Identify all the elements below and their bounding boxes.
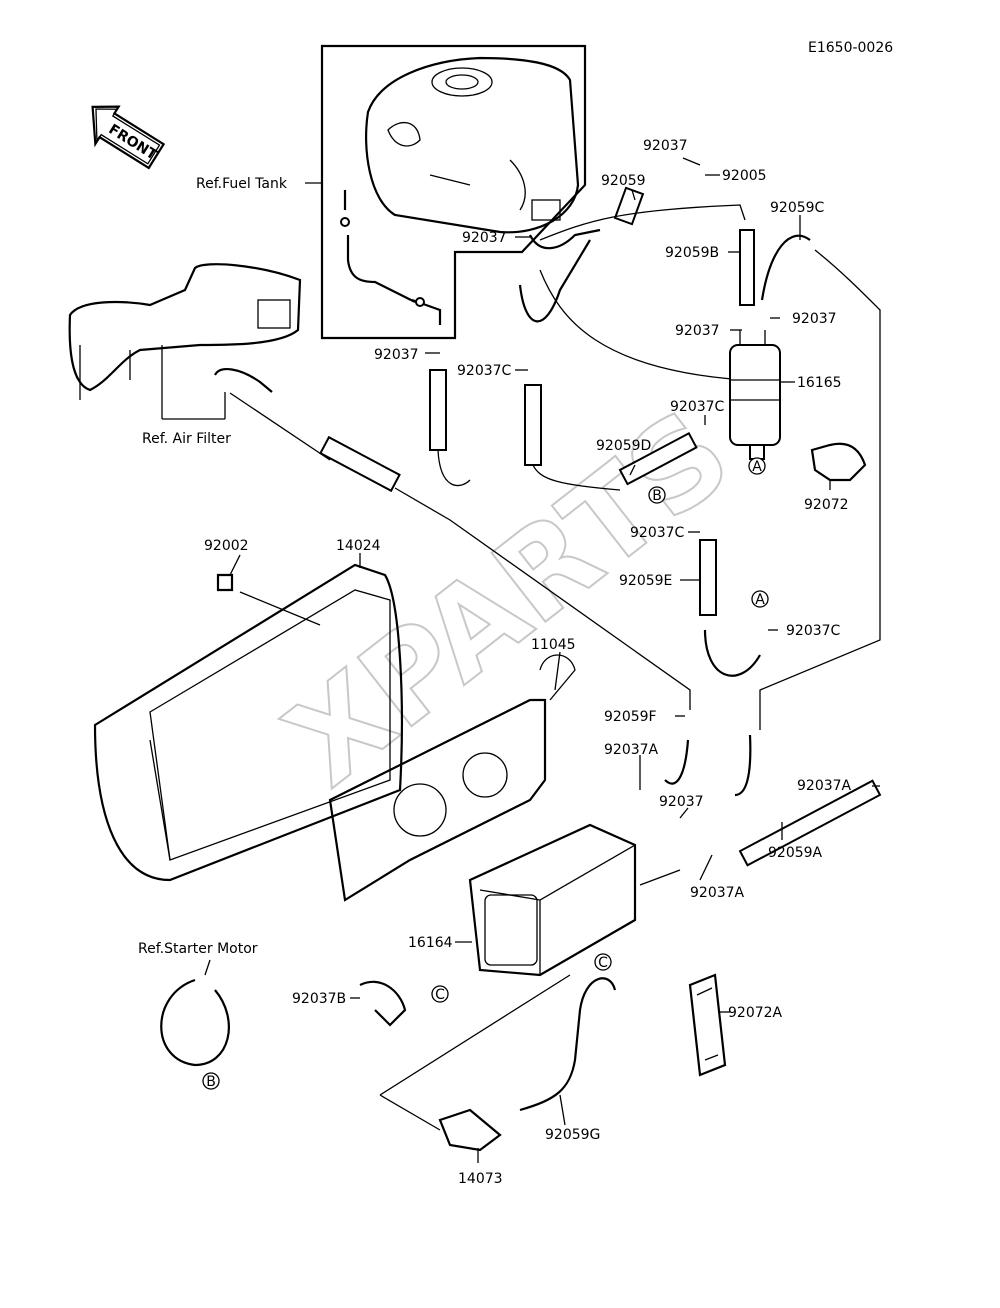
label-92037: 92037 (659, 794, 704, 810)
strap-92072a (688, 973, 727, 1077)
hose-92059a (738, 779, 882, 867)
upper-breather-hose (518, 228, 601, 323)
label-92037a: 92037A (690, 885, 745, 901)
leader-lines (161, 157, 880, 1163)
label-92002: 92002 (204, 538, 249, 554)
svg-text:A: A (752, 459, 762, 475)
svg-text:C: C (435, 987, 445, 1003)
hose-92059f (664, 739, 690, 785)
label-92059d: 92059D (596, 438, 651, 454)
part-14073 (438, 1108, 502, 1152)
vent-hose-air-filter (229, 392, 691, 710)
clamp-icon (415, 297, 425, 307)
marker-c-2: C (431, 985, 449, 1003)
canister-16164 (468, 823, 637, 977)
diagram-code: E1650-0026 (808, 40, 893, 56)
marker-a-2: A (751, 590, 769, 608)
front-arrow: FRONT (91, 105, 166, 170)
label-ref-starter-motor: Ref.Starter Motor (138, 941, 258, 957)
label-ref-fuel-tank: Ref.Fuel Tank (196, 176, 288, 192)
label-16165: 16165 (797, 375, 842, 391)
clamp-92072 (810, 442, 867, 482)
label-92037c: 92037C (457, 363, 512, 379)
tank-drain-hose (343, 190, 442, 325)
clip-92037b (359, 980, 407, 1027)
label-92059g: 92059G (545, 1127, 600, 1143)
label-92005: 92005 (722, 168, 767, 184)
clamp-icon (340, 217, 350, 227)
svg-text:B: B (206, 1074, 216, 1090)
hose-fitting-92059 (613, 186, 645, 226)
fuel-tank-ref-box (320, 44, 587, 340)
bolt-92002-icon (216, 573, 234, 592)
label-16164: 16164 (408, 935, 453, 951)
hose-segment-icon (319, 435, 401, 493)
label-92037b: 92037B (292, 991, 346, 1007)
label-92037c: 92037C (670, 399, 725, 415)
marker-b-2: B (202, 1072, 220, 1090)
label-92037a: 92037A (797, 778, 852, 794)
fuel-pump-16165 (729, 330, 781, 460)
label-92059e: 92059E (619, 573, 672, 589)
marker-c-1: C (594, 953, 612, 971)
label-14073: 14073 (458, 1171, 503, 1187)
hose-92059g (519, 977, 617, 1112)
svg-text:C: C (598, 955, 608, 971)
hose-92059b (739, 229, 755, 306)
label-92037: 92037 (374, 347, 419, 363)
label-11045: 11045 (531, 637, 576, 653)
starter-motor-ring (160, 978, 230, 1067)
svg-text:B: B (652, 488, 662, 504)
label-92072a: 92072A (728, 1005, 783, 1021)
label-92037: 92037 (462, 230, 507, 246)
label-14024: 14024 (336, 538, 381, 554)
label-92059a: 92059A (768, 845, 823, 861)
label-92059: 92059 (601, 173, 646, 189)
label-92059b: 92059B (665, 245, 719, 261)
label-92037c: 92037C (786, 623, 841, 639)
label-92059c: 92059C (770, 200, 825, 216)
air-filter (68, 263, 302, 400)
marker-b-1: B (648, 486, 666, 504)
label-92037c: 92037C (630, 525, 685, 541)
label-92072: 92072 (804, 497, 849, 513)
label-92037a: 92037A (604, 742, 659, 758)
svg-text:A: A (755, 592, 765, 608)
hose-92059c (760, 234, 811, 301)
marker-a-1: A (748, 457, 766, 475)
label-92059f: 92059F (604, 709, 657, 725)
label-92037: 92037 (643, 138, 688, 154)
label-92037: 92037 (792, 311, 837, 327)
fuel-tank (365, 56, 580, 234)
cover-14024 (93, 563, 403, 882)
hose-vertical-right (524, 384, 542, 466)
label-92037: 92037 (675, 323, 720, 339)
hose-vertical-left (429, 369, 447, 451)
label-ref-air-filter: Ref. Air Filter (142, 431, 231, 447)
hose-92059e (699, 539, 717, 616)
hose-92059d (618, 431, 698, 486)
